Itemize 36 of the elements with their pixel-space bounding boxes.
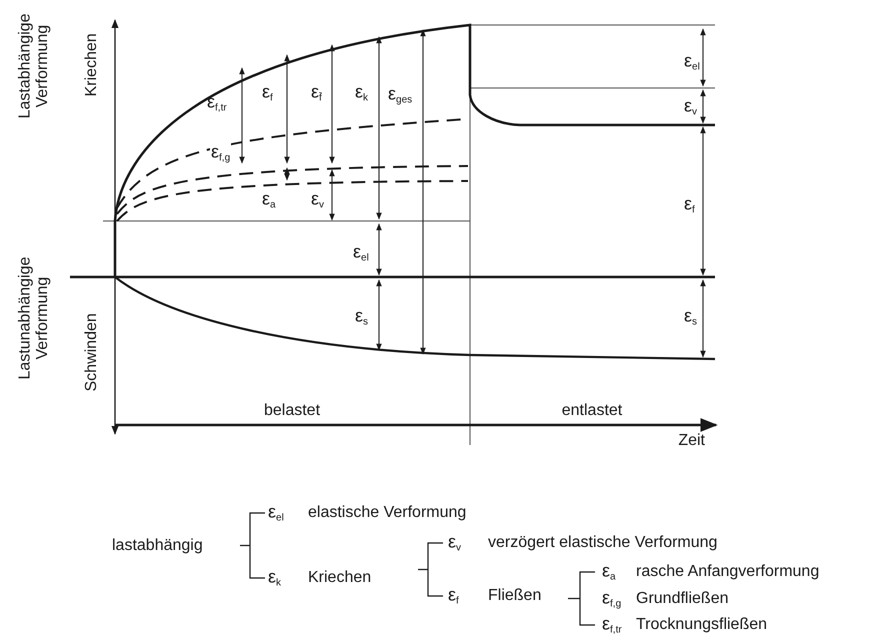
definition-text: verzögert elastische Verformung bbox=[488, 534, 718, 552]
axis-title: Lastunabhängige Verformung bbox=[16, 256, 52, 380]
axis-label: Zeit bbox=[678, 432, 705, 450]
strain-symbol: ε$_{v}$ bbox=[684, 96, 698, 118]
strain-symbol: ε$_{a}$ bbox=[262, 190, 276, 210]
strain-symbol: ε$_{k}$ bbox=[268, 568, 282, 588]
definition-text: rasche Anfangverformung bbox=[636, 563, 820, 581]
strain-symbol: ε$_{k}$ bbox=[355, 82, 368, 104]
strain-symbol: ε$_{f,g}$ bbox=[602, 588, 622, 610]
strain-symbol: ε$_{f̄}$ bbox=[311, 82, 322, 104]
definition-text: Trocknungsfließen bbox=[636, 616, 768, 634]
strain-symbol: ε$_{el}$ bbox=[268, 502, 284, 524]
definition-text: Grundfließen bbox=[636, 590, 728, 608]
strain-symbol: ε$_{f,tr}$ bbox=[207, 92, 227, 114]
strain-symbol: ε$_{f,tr}$ bbox=[602, 614, 622, 636]
definition-text: Fließen bbox=[488, 587, 542, 605]
strain-symbol: ε$_{a}$ bbox=[602, 562, 616, 582]
strain-symbol: ε$_{f}$ bbox=[448, 586, 459, 606]
strain-symbol: ε$_{f}$ bbox=[262, 82, 273, 104]
axis-title: Lastabhängige Verformung bbox=[16, 12, 52, 120]
strain-symbol: ε$_{f,g}$ bbox=[210, 142, 232, 164]
strain-symbol: ε$_{v}$ bbox=[448, 532, 462, 554]
term-label: lastabhängig bbox=[112, 537, 203, 555]
definition-text: elastische Verformung bbox=[308, 504, 466, 522]
strain-symbol: ε$_{f}$ bbox=[684, 194, 695, 216]
strain-symbol: ε$_{el}$ bbox=[353, 242, 369, 264]
strain-symbol: ε$_{el}$ bbox=[684, 52, 700, 72]
strain-symbol: ε$_{s}$ bbox=[355, 306, 368, 328]
strain-symbol: ε$_{ges}$ bbox=[388, 84, 412, 106]
axis-title: Kriechen bbox=[83, 32, 101, 99]
definition-text: Kriechen bbox=[308, 569, 372, 587]
strain-symbol: ε$_{v}$ bbox=[311, 190, 324, 210]
strain-symbol: ε$_{s}$ bbox=[684, 306, 698, 328]
phase-label: belastet bbox=[264, 402, 320, 420]
phase-label: entlastet bbox=[562, 402, 622, 420]
axis-title: Schwinden bbox=[83, 312, 101, 394]
